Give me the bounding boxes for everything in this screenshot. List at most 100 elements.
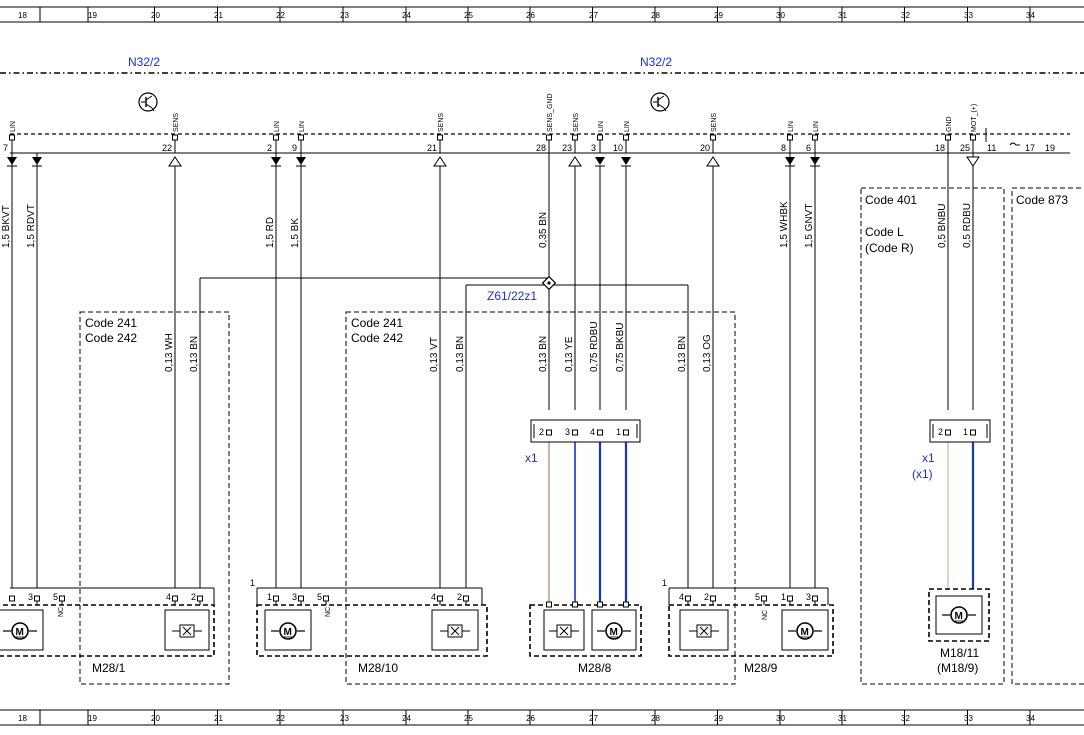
- nc-label: NC: [58, 607, 65, 617]
- grid-column-label: 24: [402, 11, 411, 20]
- motor-icon: M: [597, 622, 631, 640]
- pin-terminal-icon: [546, 601, 552, 608]
- lower-wire-label: 0,13 WH: [164, 333, 175, 372]
- header-pin-number: 22: [162, 143, 172, 153]
- component-pin-number: 4: [166, 592, 171, 602]
- lower-wire-label: 0,13 OG: [702, 334, 713, 372]
- component-pin-number: 4: [679, 592, 684, 602]
- component-pin-number: 2: [191, 592, 196, 602]
- connector-break-icon: [1009, 142, 1020, 146]
- pin-terminal-icon: [34, 595, 40, 602]
- lower-wire-label: 0,75 RDBU: [589, 321, 600, 372]
- header-pin-number: 17: [1025, 143, 1035, 153]
- component-pin-number: 3: [292, 592, 297, 602]
- component-m18-11-label: M18/11: [940, 646, 979, 660]
- motor-letter: M: [955, 611, 963, 622]
- code-box-1-line-2: Code 242: [85, 331, 137, 345]
- lower-wire-label: 0,13 VT: [429, 337, 440, 372]
- code-box-1: Code 241 Code 242: [79, 311, 230, 685]
- grid-column-label: 25: [464, 11, 473, 20]
- component-pin-number: 5: [755, 592, 760, 602]
- header-pin: 20 SENS: [700, 113, 718, 153]
- grid-column-label: 22: [276, 11, 285, 20]
- motor-icon: M: [3, 622, 37, 640]
- grid-column-label: 33: [964, 11, 973, 20]
- grid-column-label: 33: [964, 714, 973, 723]
- component-m28-10-label: M28/10: [358, 661, 398, 675]
- pin-terminal-icon: [572, 601, 578, 608]
- connector-pin-number: 3: [565, 427, 570, 437]
- motor-letter: M: [801, 627, 809, 638]
- header-pin-label: LIN: [274, 121, 281, 132]
- nc-label: NC: [325, 607, 332, 617]
- module-label-right: N32/2: [640, 55, 672, 69]
- upper-wire-label: 1,5 GNVT: [804, 204, 815, 248]
- pin-terminal-icon: [298, 134, 304, 141]
- grid-column-label: 31: [838, 11, 847, 20]
- header-pin-label: SENS: [711, 113, 718, 132]
- grid-column-label: 20: [151, 714, 160, 723]
- header-pin-number: 6: [806, 143, 811, 153]
- grid-column-label: 30: [776, 11, 785, 20]
- connector-x1b-alt-label: (x1): [912, 467, 933, 481]
- grid-column-label: 34: [1026, 714, 1035, 723]
- connector-pin-number: 2: [938, 427, 943, 437]
- splice-z61-22z1: Z61/22z1: [199, 275, 689, 325]
- code-box-3-line-3: Code L: [865, 225, 904, 239]
- lin-arrow-icon: [271, 157, 281, 165]
- header-pin-label: LIN: [299, 121, 306, 132]
- component-pin-number: 1: [781, 592, 786, 602]
- sensor-cross: [182, 626, 192, 636]
- grid-column-label: 26: [526, 11, 535, 20]
- hall-sensor-icon: [172, 624, 202, 638]
- upper-wire-label: 1,5 RD: [265, 217, 276, 248]
- grid-column-label: 28: [651, 11, 660, 20]
- header-pin-label: SENS: [438, 113, 445, 132]
- grid-column-label: 19: [88, 11, 97, 20]
- motor-circle: [279, 622, 297, 640]
- header-pin-number: 28: [536, 143, 546, 153]
- header-pin-label: LIN: [10, 121, 17, 132]
- motor-circle: [950, 606, 968, 624]
- hall-sensor-icon: [440, 624, 470, 638]
- lower-wire-label: 0,13 BN: [677, 336, 688, 372]
- pin-terminal-icon: [761, 595, 767, 602]
- lin-arrow-icon: [785, 157, 795, 165]
- pin-terminal-icon: [945, 134, 951, 141]
- code-box-4: Code 873: [1011, 187, 1084, 685]
- sensor-cross: [699, 626, 709, 636]
- header-pin: 17: [1025, 143, 1035, 153]
- pin-terminal-icon: [463, 595, 469, 602]
- pin-terminal-icon: [623, 429, 629, 436]
- header-pin-number: 2: [267, 143, 272, 153]
- pin-terminal-icon: [273, 595, 279, 602]
- lin-arrow-icon: [595, 157, 605, 165]
- sensor-cross: [559, 626, 569, 636]
- header-pin-number: 18: [935, 143, 945, 153]
- upper-wire-label: 0,5 BNBU: [937, 204, 948, 248]
- grid-column-label: 29: [714, 714, 723, 723]
- upper-wire-label: 0,5 RDBU: [962, 203, 973, 248]
- grid-column-label: 21: [214, 11, 223, 20]
- component-m28-1-label: M28/1: [92, 661, 126, 675]
- header-pin-number: 19: [1045, 143, 1055, 153]
- header-pin-label: SENS_GND: [547, 93, 554, 132]
- lin-arrow-icon: [7, 157, 17, 165]
- grid-column-label: 24: [402, 714, 411, 723]
- hall-sensor-icon: [549, 624, 579, 638]
- grid-column-label: 29: [714, 11, 723, 20]
- component-pin-number: 3: [28, 592, 33, 602]
- motor-letter: M: [284, 627, 292, 638]
- header-pin-number: 20: [700, 143, 710, 153]
- pin-terminal-icon: [597, 429, 603, 436]
- header-pin: 2 LIN: [267, 121, 281, 153]
- header-pin-number: 10: [613, 143, 623, 153]
